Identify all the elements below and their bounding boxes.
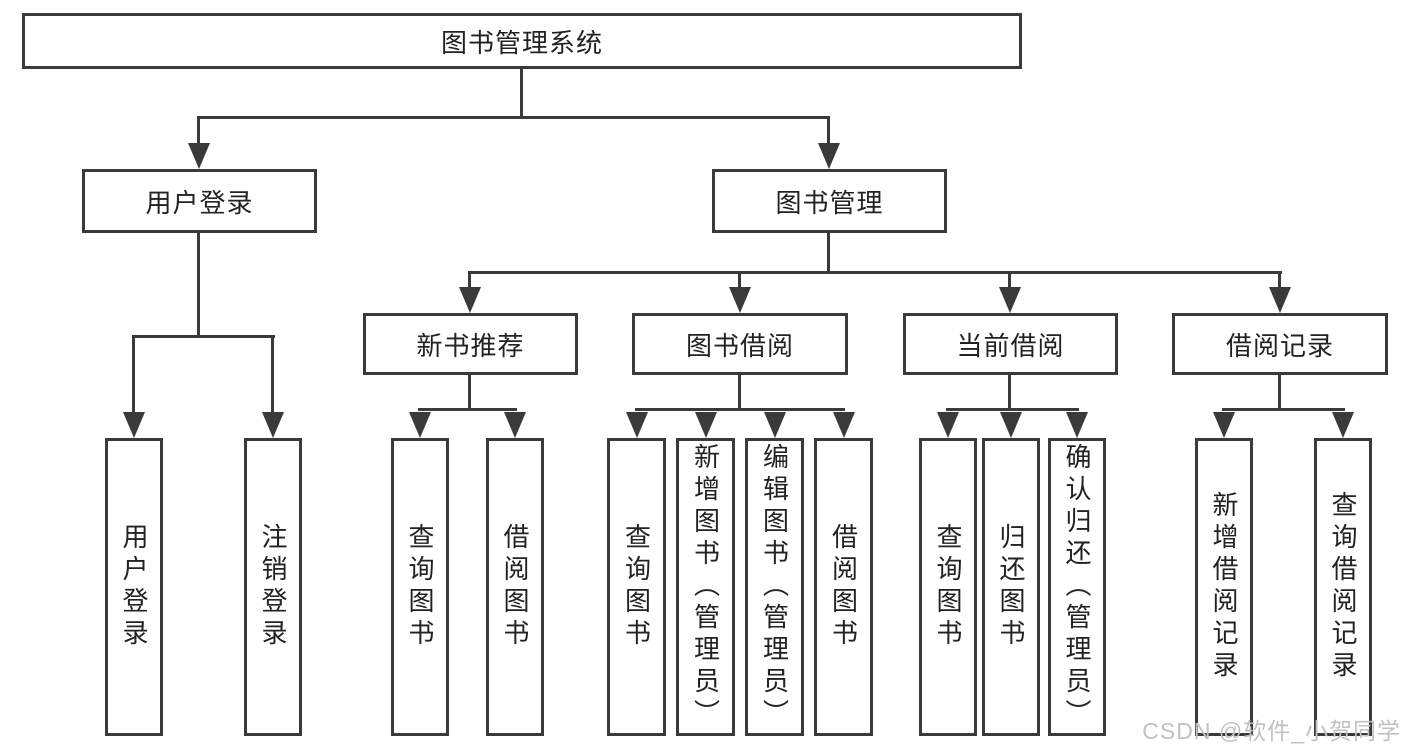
node-library-management-system: 图书管理系统: [22, 13, 1022, 69]
arrow-down-icon: [123, 412, 145, 438]
connector-line: [468, 374, 471, 411]
connector-line: [520, 69, 523, 117]
connector-line: [827, 232, 830, 274]
node-user-login: 用户登录: [82, 169, 317, 233]
connector-line: [197, 116, 200, 146]
node-logout-login: 注销登录: [244, 438, 302, 736]
connector-line: [635, 408, 845, 411]
arrow-down-icon: [818, 143, 840, 169]
connector-line: [468, 271, 471, 291]
node-new-book-recommend: 新书推荐: [363, 313, 578, 375]
arrow-down-icon: [1213, 412, 1235, 438]
node-confirm-return-admin: 确认归还（管理员）: [1048, 438, 1106, 736]
node-add-books-admin: 新增图书（管理员）: [676, 438, 735, 736]
arrow-down-icon: [262, 412, 284, 438]
arrow-down-icon: [1000, 412, 1022, 438]
connector-line: [197, 116, 830, 119]
arrow-down-icon: [459, 287, 481, 313]
arrow-down-icon: [504, 412, 526, 438]
arrow-down-icon: [1066, 412, 1088, 438]
connector-line: [197, 232, 200, 338]
node-query-books-current: 查询图书: [919, 438, 977, 736]
connector-line: [738, 374, 741, 411]
csdn-watermark: CSDN @软件_小贺同学: [1142, 718, 1401, 744]
node-current-borrow: 当前借阅: [903, 313, 1118, 375]
connector-line: [468, 271, 1282, 274]
arrow-down-icon: [999, 287, 1021, 313]
connector-line: [738, 271, 741, 291]
arrow-down-icon: [188, 143, 210, 169]
connector-line: [271, 335, 274, 415]
connector-line: [827, 116, 830, 146]
node-query-borrow-record: 查询借阅记录: [1314, 438, 1372, 736]
connector-line: [132, 335, 135, 415]
connector-line: [132, 335, 275, 338]
node-query-books-recommend: 查询图书: [391, 438, 449, 736]
node-book-borrow: 图书借阅: [632, 313, 848, 375]
node-add-borrow-record: 新增借阅记录: [1195, 438, 1253, 736]
arrow-down-icon: [1332, 412, 1354, 438]
arrow-down-icon: [626, 412, 648, 438]
node-user-login-leaf: 用户登录: [105, 438, 163, 736]
connector-line: [1008, 374, 1011, 411]
node-book-management: 图书管理: [712, 169, 947, 233]
connector-line: [1008, 271, 1011, 291]
arrow-down-icon: [729, 287, 751, 313]
connector-line: [1222, 408, 1345, 411]
node-borrow-books-recommend: 借阅图书: [486, 438, 544, 736]
node-borrow-record: 借阅记录: [1172, 313, 1388, 375]
arrow-down-icon: [409, 412, 431, 438]
connector-line: [946, 408, 1079, 411]
node-borrow-books-borrow: 借阅图书: [814, 438, 873, 736]
node-query-books-borrow: 查询图书: [607, 438, 666, 736]
arrow-down-icon: [833, 412, 855, 438]
node-return-books: 归还图书: [982, 438, 1040, 736]
node-edit-books-admin: 编辑图书（管理员）: [745, 438, 804, 736]
connector-line: [418, 408, 517, 411]
connector-line: [1278, 374, 1281, 411]
arrow-down-icon: [695, 412, 717, 438]
connector-line: [1278, 271, 1281, 291]
arrow-down-icon: [937, 412, 959, 438]
arrow-down-icon: [764, 412, 786, 438]
arrow-down-icon: [1269, 287, 1291, 313]
